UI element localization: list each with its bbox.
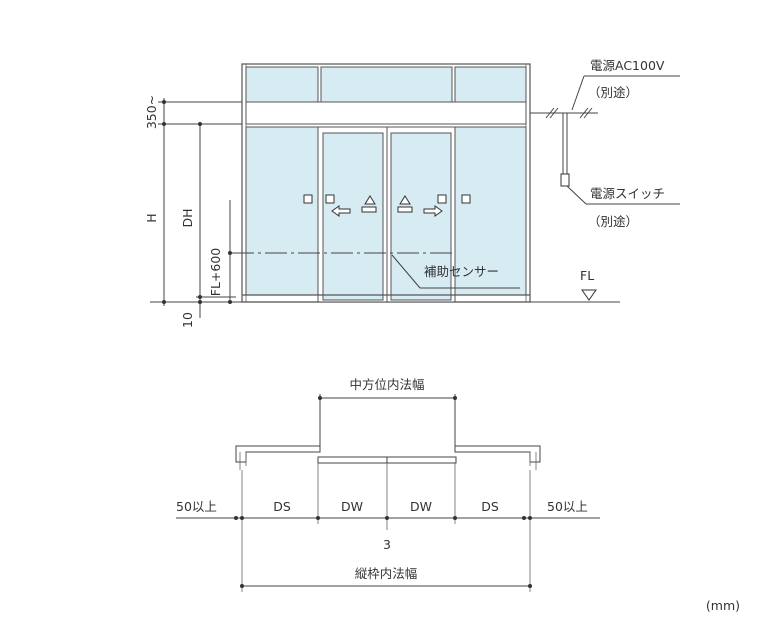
unit-label: (mm) xyxy=(706,598,740,613)
power-note: （別途） xyxy=(588,85,638,100)
switch-note: （別途） xyxy=(588,214,638,229)
door-mark-square xyxy=(303,194,313,204)
door-glass-left xyxy=(322,132,384,301)
floor-label: FL xyxy=(580,268,594,283)
ds-right-label: DS xyxy=(481,499,499,514)
switch-label: 電源スイッチ xyxy=(590,186,665,201)
arrow-right-icon xyxy=(423,205,443,217)
ds-left-label: DS xyxy=(273,499,291,514)
dim-transom-label: 350~ xyxy=(144,95,159,129)
sensor-leader xyxy=(391,254,421,289)
power-wiring xyxy=(530,75,680,205)
dw-right-label: DW xyxy=(410,499,432,514)
floor-marker-icon xyxy=(581,289,597,301)
center-number: 3 xyxy=(383,537,391,552)
transom-glass-center xyxy=(320,66,453,103)
transom-glass-right xyxy=(454,66,527,103)
dim-dh-label: DH xyxy=(180,208,195,227)
right-margin-label: 50以上 xyxy=(547,499,588,514)
plan-frame-left xyxy=(235,445,321,463)
sensor-label: 補助センサー xyxy=(424,264,499,279)
frame-width-label: 縦枠内法幅 xyxy=(355,566,418,581)
door-glass-right xyxy=(390,132,452,301)
door-mark-square xyxy=(325,194,335,204)
dim-fl600-label: FL+600 xyxy=(208,248,223,297)
transom-glass-left xyxy=(245,66,319,103)
header-beam xyxy=(245,101,527,125)
plan-view: 中方位内法幅 50以上 DS DW DW DS 50以上 3 xyxy=(176,377,600,592)
dim-10-label: 10 xyxy=(180,312,195,328)
door-mark-square xyxy=(461,194,471,204)
fixed-panel-right xyxy=(454,126,527,296)
door-mark-square xyxy=(437,194,447,204)
plan-door-left xyxy=(317,456,388,464)
center-width-label: 中方位内法幅 xyxy=(349,377,424,392)
dw-left-label: DW xyxy=(341,499,363,514)
arrow-left-icon xyxy=(331,205,351,217)
dim-h-label: H xyxy=(144,213,159,222)
elevation-view: 補助センサー 350~ H DH FL+600 10 xyxy=(144,58,680,328)
left-margin-label: 50以上 xyxy=(176,499,217,514)
triangle-icon xyxy=(399,195,411,205)
plan-door-right xyxy=(386,456,457,464)
left-dimensions xyxy=(158,98,242,318)
plan-frame-right xyxy=(454,445,541,463)
triangle-icon xyxy=(364,195,376,205)
power-label: 電源AC100V xyxy=(590,58,665,73)
fixed-panel-left xyxy=(245,126,319,296)
power-switch-icon xyxy=(560,173,570,187)
